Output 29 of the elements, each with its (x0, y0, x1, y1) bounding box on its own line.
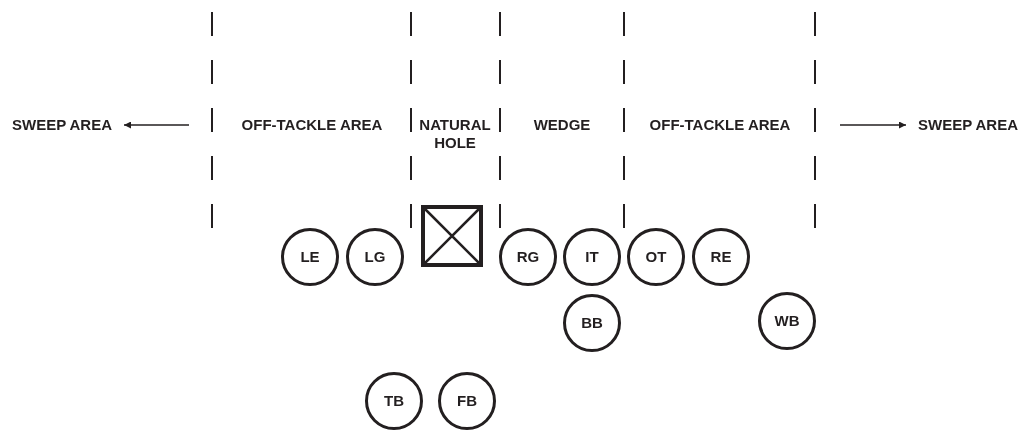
player-circle (438, 372, 496, 430)
player-circle (281, 228, 339, 286)
player-circle (627, 228, 685, 286)
player-label: LG (364, 248, 386, 266)
arrow (123, 121, 190, 129)
zone-label: OFF-TACKLE AREA (241, 116, 383, 134)
zone-label: NATURAL HOLE (418, 116, 492, 152)
player-label: TB (384, 392, 404, 410)
player-label: FB (457, 392, 477, 410)
player-circle (563, 294, 621, 352)
player-label: IT (585, 248, 599, 266)
zone-label: OFF-TACKLE AREA (649, 116, 791, 134)
player-label: OT (645, 248, 667, 266)
player-circle (563, 228, 621, 286)
player-circle (365, 372, 423, 430)
player-circle (346, 228, 404, 286)
arrow (839, 121, 907, 129)
player-label: WB (774, 312, 800, 330)
player-circle (499, 228, 557, 286)
player-label: RG (516, 248, 540, 266)
player-label: BB (581, 314, 603, 332)
player-label: RE (710, 248, 732, 266)
zone-label: WEDGE (533, 116, 591, 134)
area-label: SWEEP AREA (912, 114, 1024, 136)
player-circle (692, 228, 750, 286)
area-label: SWEEP AREA (6, 114, 118, 136)
player-circle (758, 292, 816, 350)
center-square-marker (421, 205, 483, 267)
player-label: LE (300, 248, 320, 266)
